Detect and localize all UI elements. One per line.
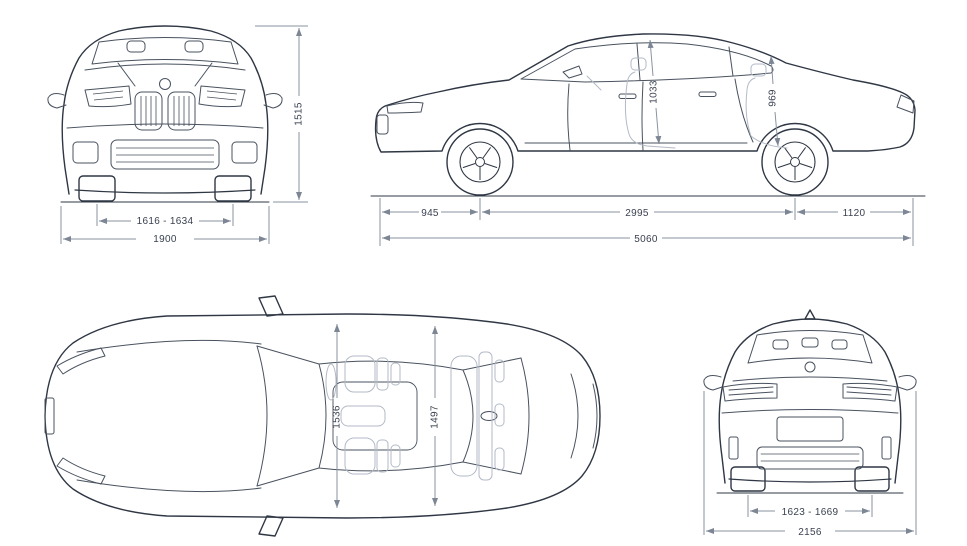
dim-overall-length-label: 5060 [634,234,658,245]
dim-front-width-label: 1900 [153,234,177,245]
dim-front-interior-width-label: 1536 [332,405,343,429]
dim-rear-overhang-label: 1120 [843,208,866,219]
dim-rear-track-label: 1623 - 1669 [782,507,839,518]
front-dimension-lines [60,25,308,244]
front-grille-slats [92,90,238,163]
side-view-drawing: 1033 969 945 2995 1120 5060 [370,33,926,246]
top-interior-ghost [325,351,505,481]
rear-car-details [703,330,917,470]
rear-view-drawing: 1623 - 1669 2156 [703,309,917,538]
top-dimension-labels: 1536 1497 [332,405,441,429]
dim-front-overhang-label: 945 [421,208,439,219]
side-dimension-lines [379,39,914,246]
dim-front-track-label: 1616 - 1634 [137,216,194,227]
rear-dimension-labels: 1623 - 1669 2156 [782,507,839,538]
top-car-details [44,339,598,493]
dim-width-mirrors-label: 2156 [798,527,822,538]
side-car-details [376,42,915,151]
dim-wheelbase-label: 2995 [625,208,649,219]
dim-front-headroom-label: 1033 [649,80,660,104]
front-car-details [47,37,283,170]
top-car-outline [44,295,601,537]
dim-front-height-label: 1515 [294,102,305,126]
dim-rear-headroom-label: 969 [768,89,779,107]
front-view-drawing: 1515 1616 - 1634 1900 [47,25,308,245]
side-wheels [446,128,829,196]
dim-rear-interior-width-label: 1497 [430,405,441,429]
top-view-drawing: 1536 1497 [44,295,601,537]
side-dimension-labels: 1033 969 945 2995 1120 5060 [421,80,865,245]
side-interior-ghost [586,57,788,149]
top-dimension-lines [334,324,438,508]
side-car-outline [370,33,926,197]
front-dimension-labels: 1515 1616 - 1634 1900 [137,102,305,245]
front-car-outline [60,25,270,203]
rear-dimension-lines [703,391,917,535]
rear-car-outline [716,309,904,494]
